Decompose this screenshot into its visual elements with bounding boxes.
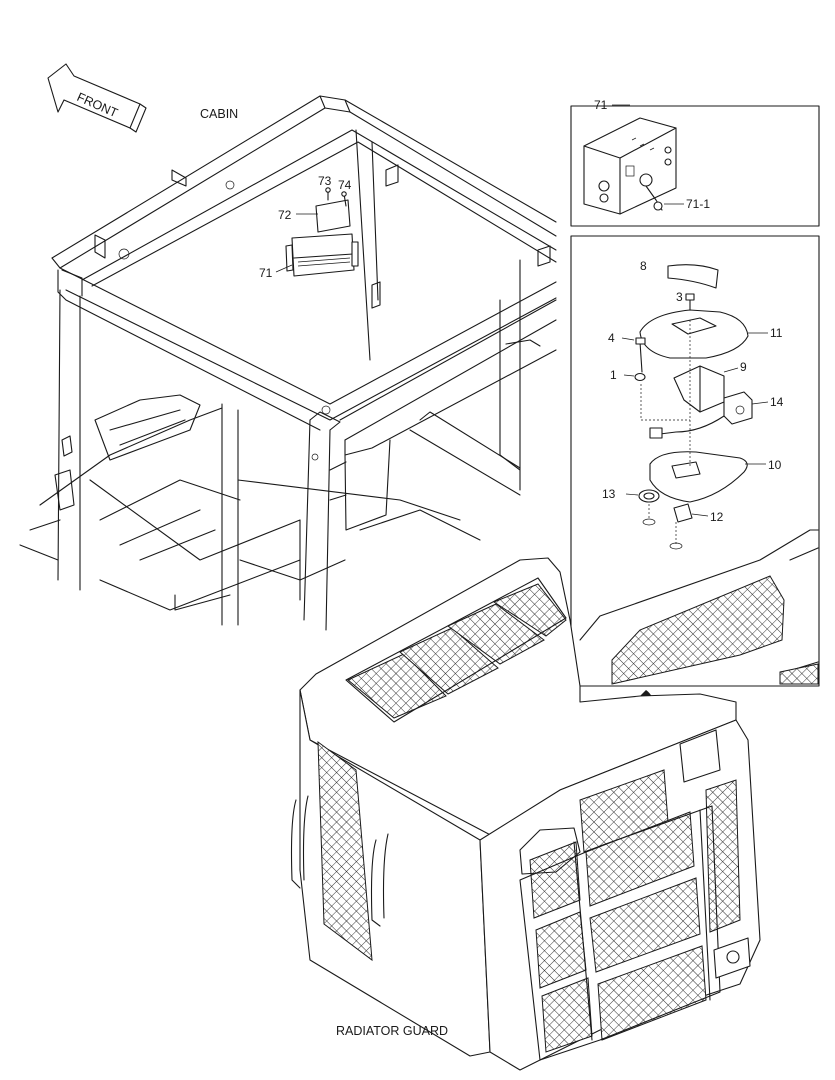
- label-3: 3: [676, 290, 683, 304]
- label-11: 11: [770, 326, 783, 340]
- label-9: 9: [740, 360, 747, 374]
- label-1: 1: [610, 368, 617, 382]
- inset-exploded-view: [570, 235, 820, 687]
- label-10: 10: [768, 458, 782, 472]
- radiator-guard-caption: RADIATOR GUARD: [336, 1024, 448, 1038]
- cabin-frame: [19, 95, 557, 631]
- label-13: 13: [602, 487, 616, 501]
- label-14: 14: [770, 395, 784, 409]
- label-12: 12: [710, 510, 724, 524]
- cabin-leader-lines: [275, 213, 318, 273]
- label-73: 73: [318, 174, 332, 188]
- label-4: 4: [608, 331, 615, 345]
- cabin-mounted-light: [285, 187, 359, 277]
- label-71-inset: 71: [594, 98, 608, 112]
- cabin-caption: CABIN: [200, 107, 238, 121]
- label-71-1: 71-1: [686, 197, 710, 211]
- label-74: 74: [338, 178, 352, 192]
- label-71-cabin: 71: [259, 266, 273, 280]
- label-72: 72: [278, 208, 292, 222]
- label-8: 8: [640, 259, 647, 273]
- radiator-guard: [290, 557, 761, 1071]
- front-arrow: FRONT: [47, 63, 147, 133]
- inset-71-box: [570, 104, 820, 227]
